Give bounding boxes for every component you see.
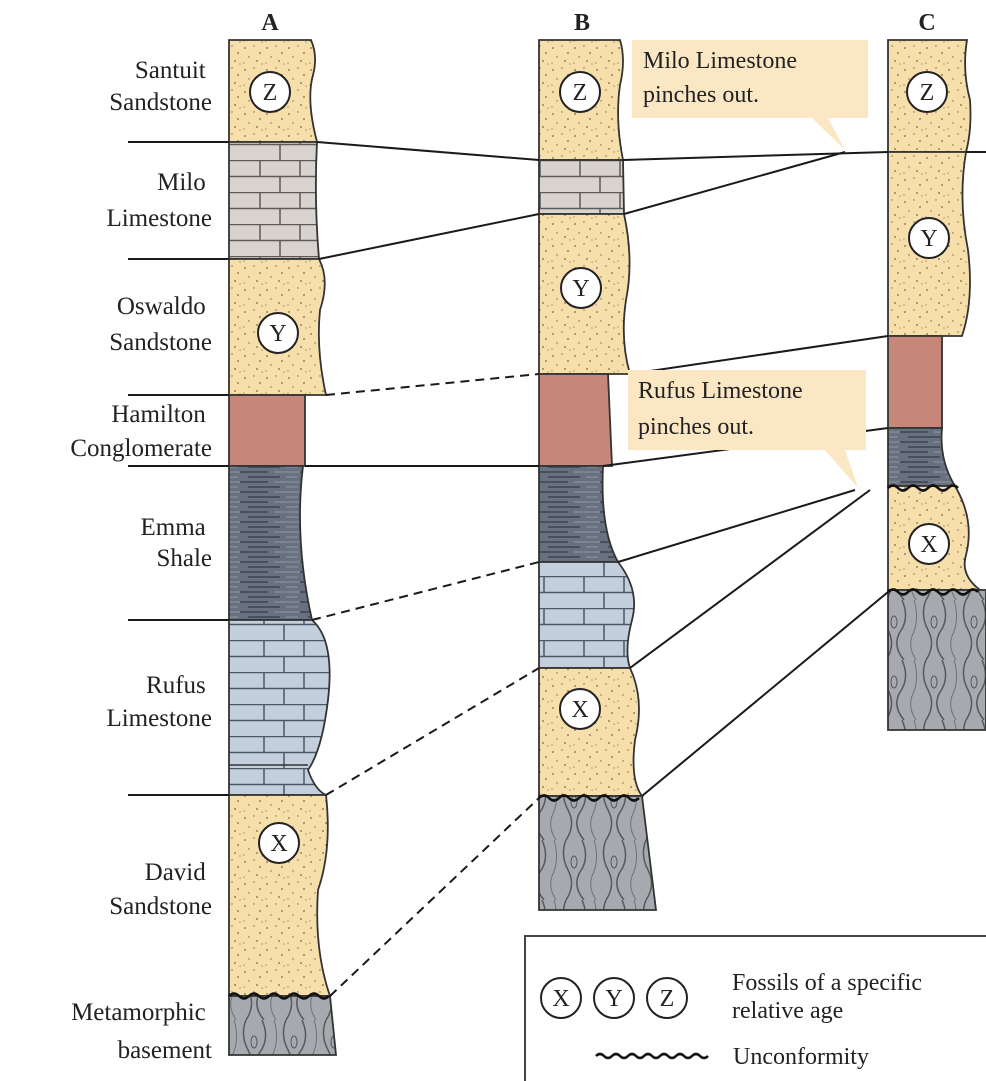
svg-text:Y: Y bbox=[920, 226, 937, 252]
correlation-line-david-basement-ab bbox=[330, 798, 539, 996]
callout-rufus-pinches-out: Rufus Limestone pinches out. bbox=[628, 370, 866, 488]
column-c-emma-shale bbox=[888, 428, 955, 486]
correlation-line-emma-rufus-bc bbox=[618, 490, 855, 562]
label-david-sandstone: David Sandstone bbox=[109, 859, 212, 920]
layer-labels: Santuit Sandstone Milo Limestone Oswaldo… bbox=[70, 57, 212, 1064]
column-b: B Z Y X bbox=[539, 10, 656, 910]
label-santuit-sandstone: Santuit Sandstone bbox=[109, 57, 212, 116]
correlation-line-oswaldo-hamilton-ab bbox=[326, 374, 539, 395]
column-c-fossil-z: Z bbox=[907, 72, 947, 112]
label-milo-limestone: Milo Limestone bbox=[106, 169, 212, 232]
column-c-header: C bbox=[918, 10, 935, 36]
label-rufus-limestone: Rufus Limestone bbox=[106, 672, 212, 732]
column-b-david-sandstone bbox=[539, 668, 642, 796]
svg-text:X: X bbox=[552, 986, 569, 1012]
svg-text:X: X bbox=[920, 532, 937, 558]
column-b-emma-shale bbox=[539, 466, 618, 562]
column-c: C Z Y X bbox=[888, 10, 986, 730]
svg-text:X: X bbox=[270, 831, 287, 857]
column-a-emma-shale bbox=[229, 466, 312, 620]
svg-text:Z: Z bbox=[920, 80, 935, 106]
column-b-milo-limestone bbox=[539, 160, 624, 214]
correlation-line-rufus-david-bc bbox=[630, 490, 870, 668]
legend-fossil-y: Y bbox=[594, 978, 634, 1018]
legend-fossil-x: X bbox=[541, 978, 581, 1018]
correlation-line-emma-rufus-ab bbox=[312, 562, 539, 620]
svg-text:Y: Y bbox=[572, 276, 589, 302]
correlation-line-milo-oswaldo-ab bbox=[319, 214, 539, 259]
correlation-line-milo-oswaldo-bc bbox=[624, 152, 845, 214]
column-b-header: B bbox=[574, 10, 590, 36]
svg-text:Y: Y bbox=[605, 986, 622, 1012]
column-a-metamorphic-basement bbox=[229, 996, 336, 1055]
svg-text:Z: Z bbox=[660, 986, 675, 1012]
column-a-hamilton-conglomerate bbox=[229, 395, 305, 466]
column-b-fossil-y: Y bbox=[561, 268, 601, 308]
label-metamorphic-basement: Metamorphic basement bbox=[71, 999, 212, 1064]
column-b-fossil-x: X bbox=[560, 689, 600, 729]
column-a: A Z Y X bbox=[229, 10, 336, 1055]
correlation-line-rufus-david-ab bbox=[326, 668, 539, 795]
column-a-milo-limestone bbox=[229, 142, 319, 259]
legend: X Y Z Fossils of a specific relative age… bbox=[525, 936, 986, 1081]
column-b-fossil-z: Z bbox=[560, 72, 600, 112]
column-c-fossil-x: X bbox=[909, 524, 949, 564]
legend-fossil-z: Z bbox=[647, 978, 687, 1018]
correlation-line-david-basement-bc bbox=[642, 592, 888, 796]
svg-text:X: X bbox=[571, 697, 588, 723]
column-a-fossil-z: Z bbox=[250, 72, 290, 112]
column-b-metamorphic-basement bbox=[539, 796, 656, 910]
column-b-rufus-limestone bbox=[539, 562, 634, 668]
svg-text:Z: Z bbox=[573, 80, 588, 106]
label-hamilton-conglomerate: Hamilton Conglomerate bbox=[70, 401, 212, 462]
correlation-line-santuit-milo-ab bbox=[317, 142, 539, 160]
correlation-line-oswaldo-hamilton-bc bbox=[630, 336, 888, 374]
column-b-hamilton-conglomerate bbox=[539, 374, 612, 466]
column-a-rufus-limestone bbox=[229, 620, 330, 795]
label-oswaldo-sandstone: Oswaldo Sandstone bbox=[109, 293, 212, 356]
callout-milo-pinches-out: Milo Limestone pinches out. bbox=[632, 40, 868, 150]
legend-unconformity-text: Unconformity bbox=[733, 1044, 869, 1070]
svg-text:Y: Y bbox=[269, 321, 286, 347]
column-c-fossil-y: Y bbox=[909, 218, 949, 258]
column-a-header: A bbox=[261, 10, 279, 36]
column-c-hamilton-conglomerate bbox=[888, 336, 942, 428]
column-a-fossil-y: Y bbox=[258, 313, 298, 353]
column-a-fossil-x: X bbox=[259, 823, 299, 863]
column-c-metamorphic-basement bbox=[888, 590, 986, 730]
correlation-line-santuit-milo-bc bbox=[623, 152, 888, 160]
svg-text:Z: Z bbox=[263, 80, 278, 106]
label-emma-shale: Emma Shale bbox=[140, 514, 212, 572]
